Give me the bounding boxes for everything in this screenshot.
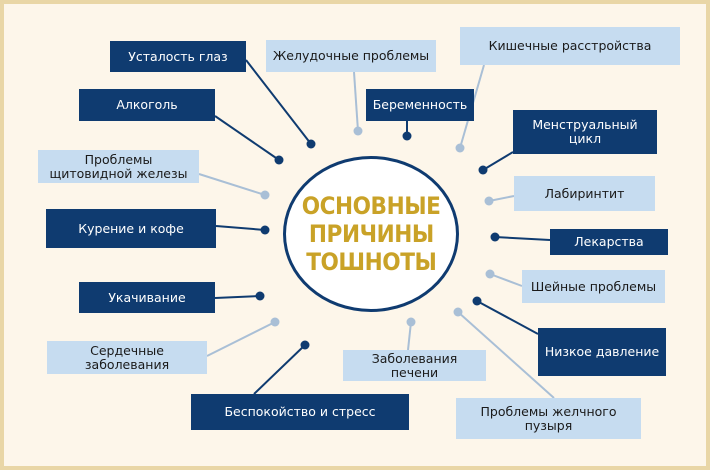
connector-line [245, 59, 312, 145]
connector-line [494, 236, 551, 241]
connector-line [214, 115, 280, 161]
cause-box: Шейные проблемы [522, 270, 665, 303]
connector-dot [255, 291, 265, 301]
cause-box: Низкое давление [538, 328, 666, 376]
connector-line [489, 273, 523, 287]
cause-box: Лабиринтит [514, 176, 655, 211]
center-title-line-2: ПРИЧИНЫ [308, 220, 434, 248]
connector-dot [455, 143, 465, 153]
center-title-line-1: ОСНОВНЫЕ [301, 192, 441, 220]
connector-line [206, 321, 276, 357]
connector-line [215, 225, 266, 231]
connector-dot [300, 340, 310, 350]
cause-box: Заболевания печени [343, 350, 486, 381]
cause-box: Усталость глаз [110, 41, 246, 72]
cause-box: Желудочные проблемы [266, 40, 436, 72]
cause-box: Укачивание [79, 282, 215, 313]
connector-dot [274, 155, 284, 165]
cause-box: Кишечные расстройства [460, 27, 680, 65]
connector-line [253, 344, 306, 395]
connector-line [482, 151, 514, 171]
cause-box: Проблемы желчного пузыря [456, 398, 641, 439]
cause-box: Беременность [366, 89, 474, 121]
connector-dot [406, 317, 416, 327]
cause-box: Алкоголь [79, 89, 215, 121]
center-circle: ОСНОВНЫЕ ПРИЧИНЫ ТОШНОТЫ [283, 156, 459, 312]
connector-dot [490, 232, 500, 242]
cause-box: Курение и кофе [46, 209, 216, 248]
connector-dot [306, 139, 316, 149]
center-title-line-3: ТОШНОТЫ [305, 248, 437, 276]
cause-box: Лекарства [550, 229, 668, 255]
connector-dot [484, 196, 494, 206]
connector-dot [260, 225, 270, 235]
cause-box: Менструальный цикл [513, 110, 657, 154]
connector-line [353, 71, 359, 132]
cause-box: Сердечные заболевания [47, 341, 207, 374]
connector-line [476, 300, 539, 335]
connector-line [214, 295, 261, 299]
connector-dot [260, 190, 270, 200]
connector-dot [485, 269, 495, 279]
connector-line [198, 173, 266, 196]
connector-dot [453, 307, 463, 317]
cause-box: Беспокойство и стресс [191, 394, 409, 430]
connector-dot [402, 131, 412, 141]
cause-box: Проблемы щитовидной железы [38, 150, 199, 183]
connector-line [457, 311, 555, 399]
connector-dot [478, 165, 488, 175]
connector-line [407, 321, 412, 351]
connector-dot [270, 317, 280, 327]
connector-dot [353, 126, 363, 136]
connector-dot [472, 296, 482, 306]
